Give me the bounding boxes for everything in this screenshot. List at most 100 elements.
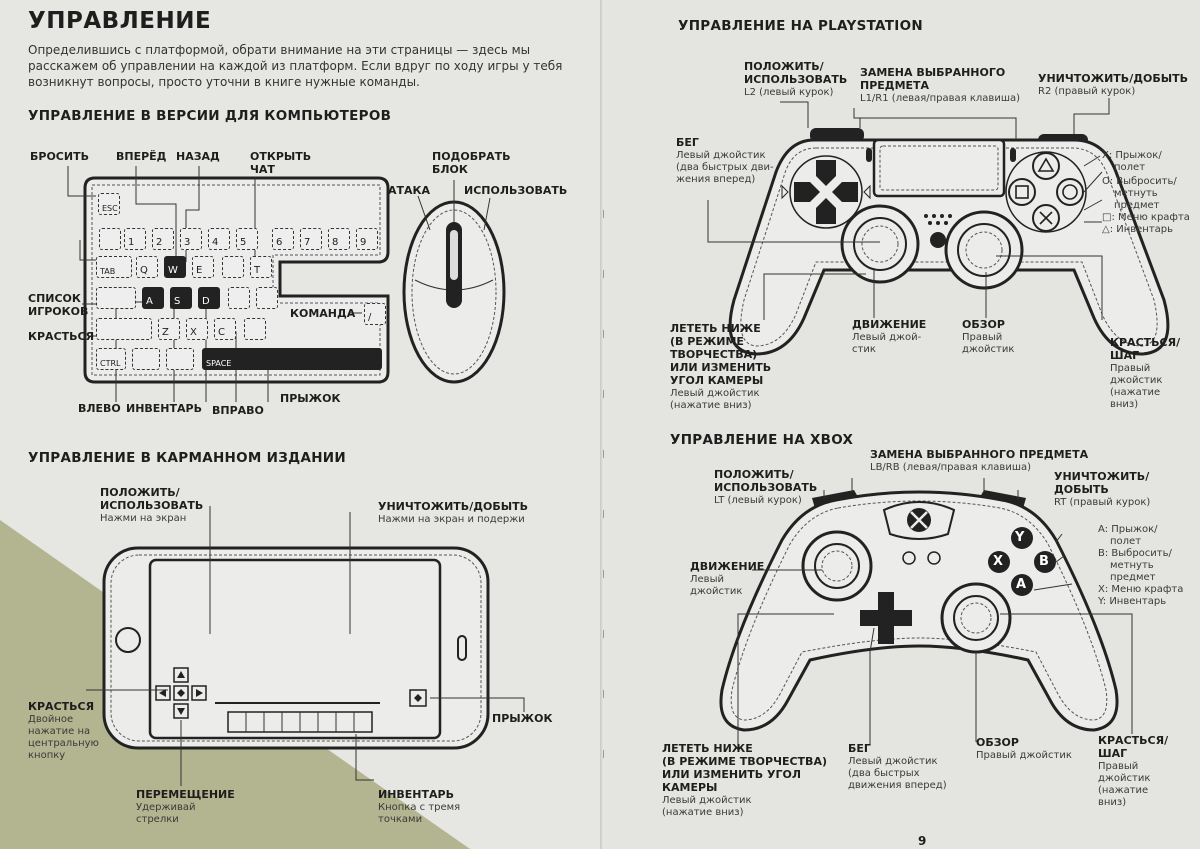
xbox-x-button-label: X: Меню крафта [1098, 584, 1184, 595]
key-c: C [214, 318, 236, 340]
label-right: ВПРАВО [212, 404, 264, 417]
label-forward: ВПЕРЁД [116, 150, 167, 163]
intro-paragraph: Определившись с платформой, обрати внима… [28, 43, 563, 89]
xbox-place-2: ИСПОЛЬЗОВАТЬ [714, 481, 818, 494]
pocket-heading: УПРАВЛЕНИЕ В КАРМАННОМ ИЗДАНИИ [28, 450, 347, 466]
ps-fly-4: ИЛИ ИЗМЕНИТЬ [670, 361, 772, 374]
xbox-destroy-1: УНИЧТОЖИТЬ/ [1054, 470, 1150, 483]
ps-sneak-2: ШАГ [1110, 349, 1140, 362]
xbox-fly-1: ЛЕТЕТЬ НИЖЕ [662, 742, 753, 755]
key-e: E [192, 256, 214, 278]
key-alt [166, 348, 194, 370]
xbox-heading: УПРАВЛЕНИЕ НА XBOX [670, 432, 854, 448]
key-7: 7 [300, 228, 322, 250]
label-pick-1: ПОДОБРАТЬ [432, 150, 511, 163]
xbox-move-sub-1: Левый [690, 574, 724, 585]
ps-square-button-label: □: Меню крафта [1102, 212, 1190, 223]
xbox-sneak-sub-2: джойстик [1098, 773, 1151, 784]
xbox-fly-4: КАМЕРЫ [662, 781, 718, 794]
ps-destroy-sub: R2 (правый курок) [1038, 86, 1136, 97]
ps-look-sub-1: Правый [962, 332, 1003, 343]
pocket-sneak-sub-2: нажатие на [28, 726, 91, 737]
xbox-a-button-label-2: полет [1110, 536, 1142, 547]
label-back: НАЗАД [176, 150, 220, 163]
key-shift [96, 318, 152, 340]
ps-run-sub-1: Левый джойстик [676, 150, 766, 161]
ps-swap-sub: L1/R1 (левая/правая клавиша) [860, 93, 1021, 104]
key-w: W [164, 256, 186, 278]
key-ctrl: CTRL [96, 348, 126, 370]
ps-o-button-label-2: метнуть [1114, 188, 1158, 199]
key-esc: ESC [98, 193, 120, 215]
key-r [222, 256, 244, 278]
pc-heading: УПРАВЛЕНИЕ В ВЕРСИИ ДЛЯ КОМПЬЮТЕРОВ [28, 108, 392, 124]
ps-move: ДВИЖЕНИЕ [852, 318, 927, 331]
ps-fly-1: ЛЕТЕТЬ НИЖЕ [670, 322, 761, 335]
ps-run: БЕГ [676, 136, 699, 149]
key-blank [99, 228, 121, 250]
key-1: 1 [124, 228, 146, 250]
label-pick-2: БЛОК [432, 163, 468, 176]
xbox-destroy-2: ДОБЫТЬ [1054, 483, 1109, 496]
key-x: X [186, 318, 208, 340]
xbox-fly-2: (В РЕЖИМЕ ТВОРЧЕСТВА) [662, 755, 827, 768]
ps-triangle-button-label: △: Инвентарь [1102, 224, 1174, 235]
xbox-destroy-sub: RT (правый курок) [1054, 497, 1151, 508]
pocket-move-sub-2: стрелки [136, 814, 179, 825]
xbox-b-button-label-2: метнуть [1110, 560, 1154, 571]
ps-run-sub-2: (два быстрых дви- [676, 162, 774, 173]
key-v [244, 318, 266, 340]
xbox-y-button: Y [1015, 530, 1025, 545]
label-attack: АТАКА [388, 184, 431, 197]
ps-run-sub-3: жения вперед) [676, 174, 756, 185]
label-command: КОМАНДА [290, 307, 356, 320]
ps-fly-2: (В РЕЖИМЕ [670, 335, 744, 348]
ps-sneak-sub-3: (нажатие [1110, 387, 1161, 398]
key-s: S [170, 287, 192, 309]
key-5: 5 [236, 228, 258, 250]
pocket-sneak-sub-1: Двойное [28, 714, 74, 725]
page-title: УПРАВЛЕНИЕ [28, 8, 212, 34]
label-players-2: ИГРОКОВ [28, 305, 89, 318]
xbox-sneak-2: ШАГ [1098, 747, 1128, 760]
pocket-inventory-sub-2: точками [378, 814, 423, 825]
key-3: 3 [180, 228, 202, 250]
key-2: 2 [152, 228, 174, 250]
ps-place-1: ПОЛОЖИТЬ/ [744, 60, 824, 73]
xbox-move-sub-2: джойстик [690, 586, 743, 597]
xbox-b-button-label-3: предмет [1110, 572, 1156, 583]
xbox-look-sub: Правый джойстик [976, 750, 1072, 761]
key-8: 8 [328, 228, 350, 250]
label-sneak: КРАСТЬСЯ [28, 330, 95, 343]
pocket-move: ПЕРЕМЕЩЕНИЕ [136, 788, 235, 801]
key-caps [96, 287, 136, 309]
pocket-destroy-sub: Нажми на экран и подержи [378, 514, 525, 525]
ps-sneak-sub-2: джойстик [1110, 375, 1163, 386]
ps-controller-diagram [707, 98, 1170, 356]
pocket-sneak-sub-3: центральную [28, 738, 99, 749]
xbox-run: БЕГ [848, 742, 871, 755]
pocket-place-sub: Нажми на экран [100, 513, 187, 524]
xbox-run-sub-3: движения вперед) [848, 780, 947, 791]
xbox-run-sub-1: Левый джойстик [848, 756, 938, 767]
xbox-fly-sub-1: Левый джойстик [662, 795, 752, 806]
label-drop: БРОСИТЬ [30, 150, 89, 163]
key-fn [132, 348, 160, 370]
ps-look: ОБЗОР [962, 318, 1005, 331]
pocket-jump: ПРЫЖОК [492, 712, 553, 725]
pocket-destroy: УНИЧТОЖИТЬ/ДОБЫТЬ [378, 500, 529, 513]
ps-sneak-sub-4: вниз) [1110, 399, 1139, 410]
ps-fly-5: УГОЛ КАМЕРЫ [670, 374, 764, 387]
xbox-sneak-1: КРАСТЬСЯ/ [1098, 734, 1169, 747]
xbox-a-button-label: A: Прыжок/ [1098, 524, 1158, 535]
xbox-swap: ЗАМЕНА ВЫБРАННОГО ПРЕДМЕТА [870, 448, 1089, 461]
key-g [256, 287, 278, 309]
key-9: 9 [356, 228, 378, 250]
xbox-x-button: X [993, 554, 1004, 569]
key-z: Z [158, 318, 180, 340]
xbox-b-button-label: B: Выбросить/ [1098, 548, 1172, 559]
ps-o-button-label: O: Выбросить/ [1102, 176, 1177, 187]
label-open-chat-1: ОТКРЫТЬ [250, 150, 312, 163]
key-6: 6 [272, 228, 294, 250]
xbox-look: ОБЗОР [976, 736, 1019, 749]
